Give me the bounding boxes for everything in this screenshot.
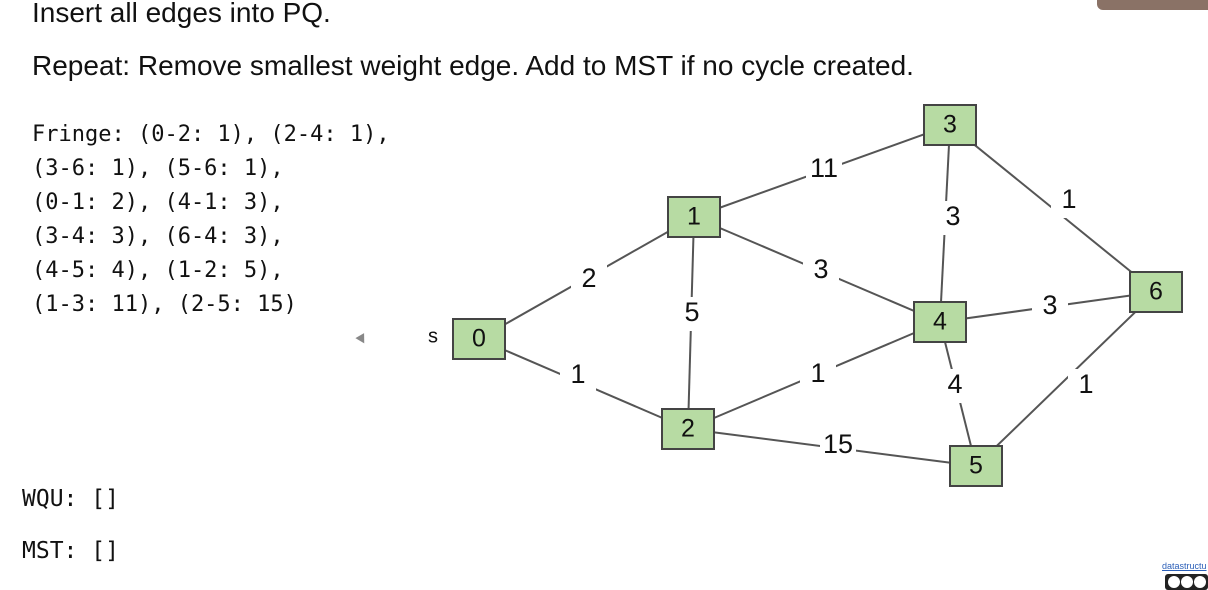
vertex-label: 3 <box>943 111 957 139</box>
edge-weight-background <box>1032 290 1068 324</box>
fringe-line: (0-1: 2), (4-1: 3), <box>32 190 284 215</box>
edge-weight-background <box>800 358 836 392</box>
edge-weight-background <box>937 369 973 403</box>
vertex-label: 0 <box>472 325 486 353</box>
edge-weight-background <box>803 254 839 288</box>
edge-weight-background <box>806 153 842 187</box>
vertex-label: 2 <box>681 415 695 443</box>
vertex-1 <box>667 196 721 238</box>
mst-status: MST: [] <box>22 538 119 564</box>
vertex-4 <box>913 301 967 343</box>
fringe-line: (3-4: 3), (6-4: 3), <box>32 224 284 249</box>
edge-weight-label: 15 <box>823 429 853 459</box>
edge-weight-label: 1 <box>1078 369 1093 399</box>
fringe-line: (1-3: 11), (2-5: 15) <box>32 292 297 317</box>
edge-5-6 <box>975 291 1157 467</box>
edge-weight-label: 5 <box>684 297 699 327</box>
edge-weight-label: 3 <box>1042 290 1057 320</box>
edge-weight-background <box>1068 369 1104 403</box>
vertex-3 <box>923 104 977 146</box>
vertex-2 <box>661 408 715 450</box>
edge-weight-label: 4 <box>947 369 962 399</box>
edge-weight-label: 1 <box>570 359 585 389</box>
edge-weight-label: 2 <box>581 263 596 293</box>
presenter-video-thumbnail <box>1097 0 1208 10</box>
edge-weight-background <box>560 359 596 393</box>
creative-commons-icon <box>1165 574 1208 590</box>
fringe-list: Fringe: (0-2: 1), (2-4: 1), (3-6: 1), (5… <box>32 118 390 322</box>
vertex-6 <box>1129 271 1183 313</box>
start-vertex-marker: s <box>428 325 438 347</box>
edge-weight-background <box>674 297 710 331</box>
vertex-label: 1 <box>687 203 701 231</box>
instruction-line-2: Repeat: Remove smallest weight edge. Add… <box>32 50 914 81</box>
edge-weight-label: 3 <box>813 254 828 284</box>
edge-weight-label: 3 <box>945 201 960 231</box>
fringe-line: Fringe: (0-2: 1), (2-4: 1), <box>32 122 390 147</box>
instruction-line-1: Insert all edges into PQ. <box>32 0 331 28</box>
wqu-status: WQU: [] <box>22 486 119 512</box>
fringe-line: (3-6: 1), (5-6: 1), <box>32 156 284 181</box>
fringe-line: (4-5: 4), (1-2: 5), <box>32 258 284 283</box>
edge-weight-background <box>1051 184 1087 218</box>
vertex-label: 6 <box>1149 278 1163 306</box>
footer-link[interactable]: datastructu <box>1162 561 1207 571</box>
vertex-0 <box>452 318 506 360</box>
vertex-label: 5 <box>969 452 983 480</box>
edge-weight-background <box>820 429 856 463</box>
edge-weight-label: 1 <box>810 358 825 388</box>
edge-weight-background <box>571 263 607 297</box>
edge-weight-background <box>935 201 971 235</box>
vertex-5 <box>949 445 1003 487</box>
vertex-label: 4 <box>933 308 947 336</box>
edge-weight-label: 1 <box>1061 184 1076 214</box>
edge-weight-label: 11 <box>810 153 838 183</box>
